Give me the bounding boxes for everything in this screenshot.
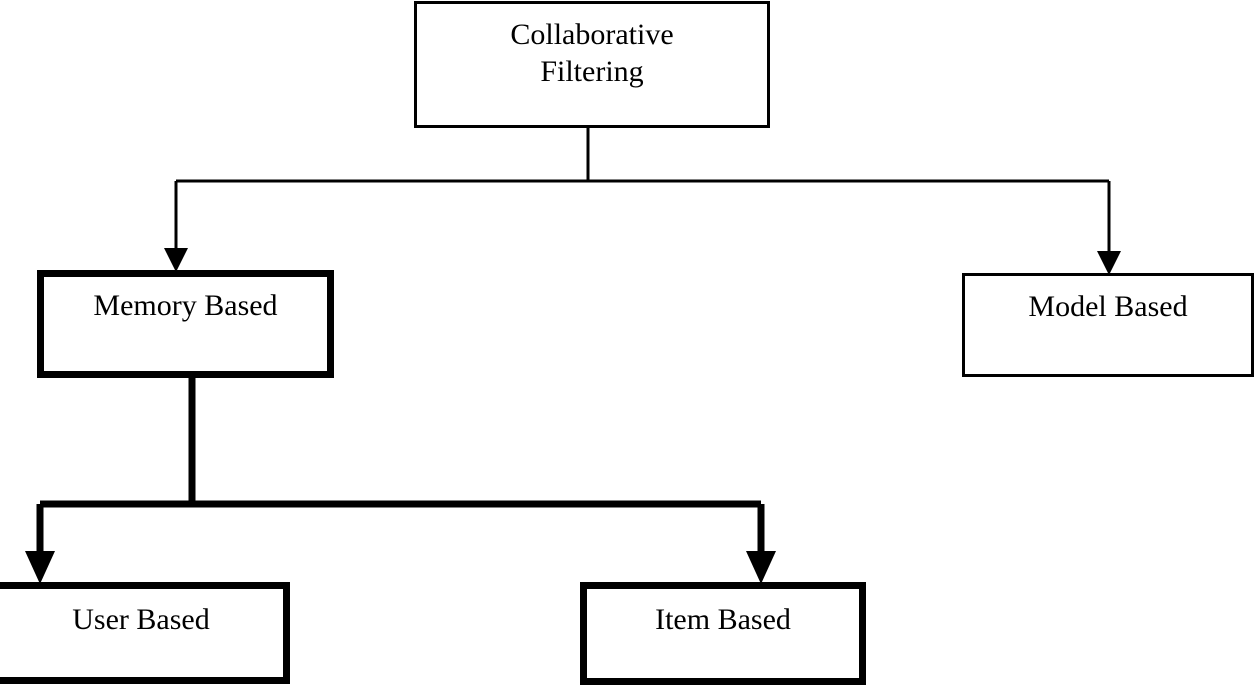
node-memory-based[interactable]: Memory Based xyxy=(37,270,334,378)
node-label-memory-based: Memory Based xyxy=(93,289,278,322)
node-label-collaborative-filtering: Collaborative Filtering xyxy=(510,18,674,88)
edge-collaborative-filtering-to-level1 xyxy=(164,128,1121,275)
arrowhead-to-item-based xyxy=(746,551,776,584)
edge-memory-based-to-level2 xyxy=(25,378,776,584)
arrowhead-to-user-based xyxy=(25,551,55,584)
arrowhead-to-model-based xyxy=(1097,251,1121,275)
arrowhead-to-memory-based xyxy=(164,248,188,272)
node-label-user-based: User Based xyxy=(72,603,210,636)
node-user-based[interactable]: User Based xyxy=(0,582,290,684)
node-item-based[interactable]: Item Based xyxy=(580,582,866,685)
node-model-based[interactable]: Model Based xyxy=(962,273,1254,377)
node-label-item-based: Item Based xyxy=(655,603,791,636)
node-collaborative-filtering[interactable]: Collaborative Filtering xyxy=(414,1,770,128)
node-label-model-based: Model Based xyxy=(1028,290,1188,323)
